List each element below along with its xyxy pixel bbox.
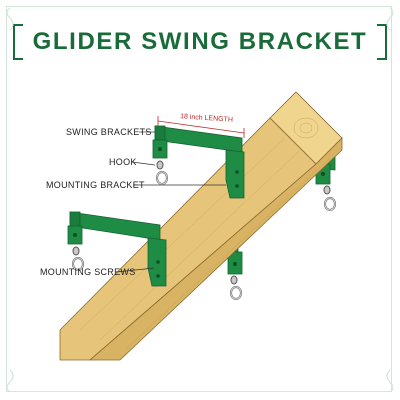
label-hook: HOOK — [109, 157, 137, 167]
lower-bracket-near — [67, 211, 167, 287]
dimension-line — [157, 116, 245, 138]
hook-upper-left — [156, 160, 168, 185]
mounting-screw-icon — [156, 260, 160, 264]
mounting-screw-icon — [156, 274, 160, 278]
hook-lower-left — [72, 246, 84, 271]
corner-ornaments — [6, 7, 394, 393]
mounting-screw-icon — [235, 184, 239, 188]
hook-lower-right — [230, 275, 242, 300]
title-area: GLIDER SWING BRACKET — [0, 20, 400, 64]
upper-bracket-near — [152, 125, 245, 199]
hook-upper-right — [323, 185, 336, 211]
leader-lines — [115, 131, 226, 273]
leader-mounting-screws — [115, 267, 155, 273]
decorative-frame — [6, 6, 392, 392]
label-swing-brackets: SWING BRACKETS — [66, 127, 152, 137]
title-bracket-right — [377, 24, 388, 60]
title-bracket-left — [12, 24, 23, 60]
page-title: GLIDER SWING BRACKET — [32, 28, 368, 55]
label-mounting-screws: MOUNTING SCREWS — [40, 267, 136, 277]
wood-beam — [59, 91, 343, 361]
leader-hook — [131, 161, 156, 166]
label-mounting-bracket: MOUNTING BRACKET — [46, 180, 145, 190]
mounting-screw-icon — [235, 170, 239, 174]
